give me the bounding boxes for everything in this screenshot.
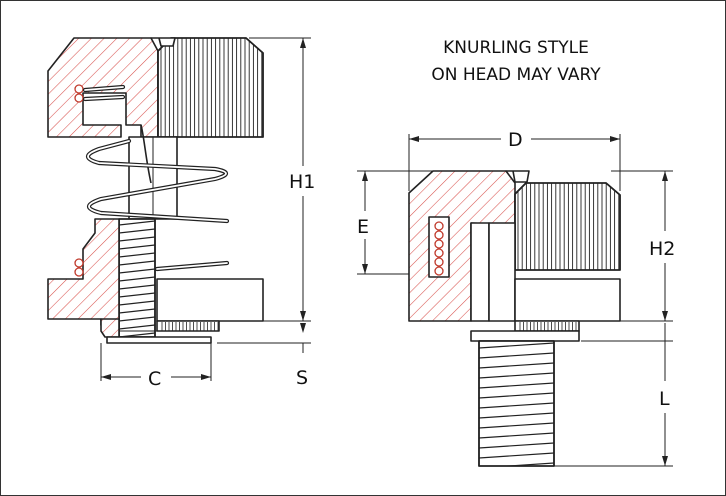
drawing-line [479,452,554,459]
left-assembly [47,37,264,344]
drawing-line [479,402,554,409]
right-thread [478,340,555,467]
left-dimensions: H1 S C [100,37,315,390]
note-line-1: KNURLING STYLE [443,38,589,58]
drawing-line [119,244,155,250]
left-knurled-head [150,37,264,138]
drawing-line [119,276,155,282]
note-line-2: ON HEAD MAY VARY [431,65,601,85]
dim-h2-label: H2 [649,238,675,260]
left-retainer-ring [156,320,220,332]
drawing-line [479,432,554,439]
drawing-line [119,220,155,226]
right-knurled-head [505,170,621,271]
drawing-line [119,292,155,298]
dim-c-label: C [148,368,161,390]
drawing-line [479,352,554,359]
drawing-line [119,228,155,234]
left-retaining-coils [74,84,126,103]
right-assembly [408,170,621,467]
drawing-line [119,324,155,330]
dim-s-label: S [296,367,308,389]
drawing-line [479,422,554,429]
right-dimensions: D E H2 L [357,129,675,467]
left-spring [85,138,230,272]
drawing-line [119,316,155,322]
left-thread [118,218,156,338]
drawing-line [119,308,155,314]
drawing-line [119,268,155,274]
dim-e-label: E [357,216,369,238]
left-collar [156,278,264,322]
dim-l-label: L [659,388,670,410]
drawing-line [479,372,554,379]
dim-h1-label: H1 [289,171,315,193]
drawing-line [479,442,554,449]
right-retaining-coils [434,221,444,276]
drawing-line [119,236,155,242]
right-retainer-ring [514,320,580,332]
drawing-line [119,300,155,306]
drawing-line [479,412,554,419]
right-collar [514,278,621,322]
drawing-line [479,342,554,349]
drawing-line [479,392,554,399]
drawing-line [479,362,554,369]
drawing-line [119,260,155,266]
drawing-line [479,382,554,389]
drawing-line [119,252,155,258]
dim-d-label: D [508,129,523,151]
drawing-line [119,284,155,290]
